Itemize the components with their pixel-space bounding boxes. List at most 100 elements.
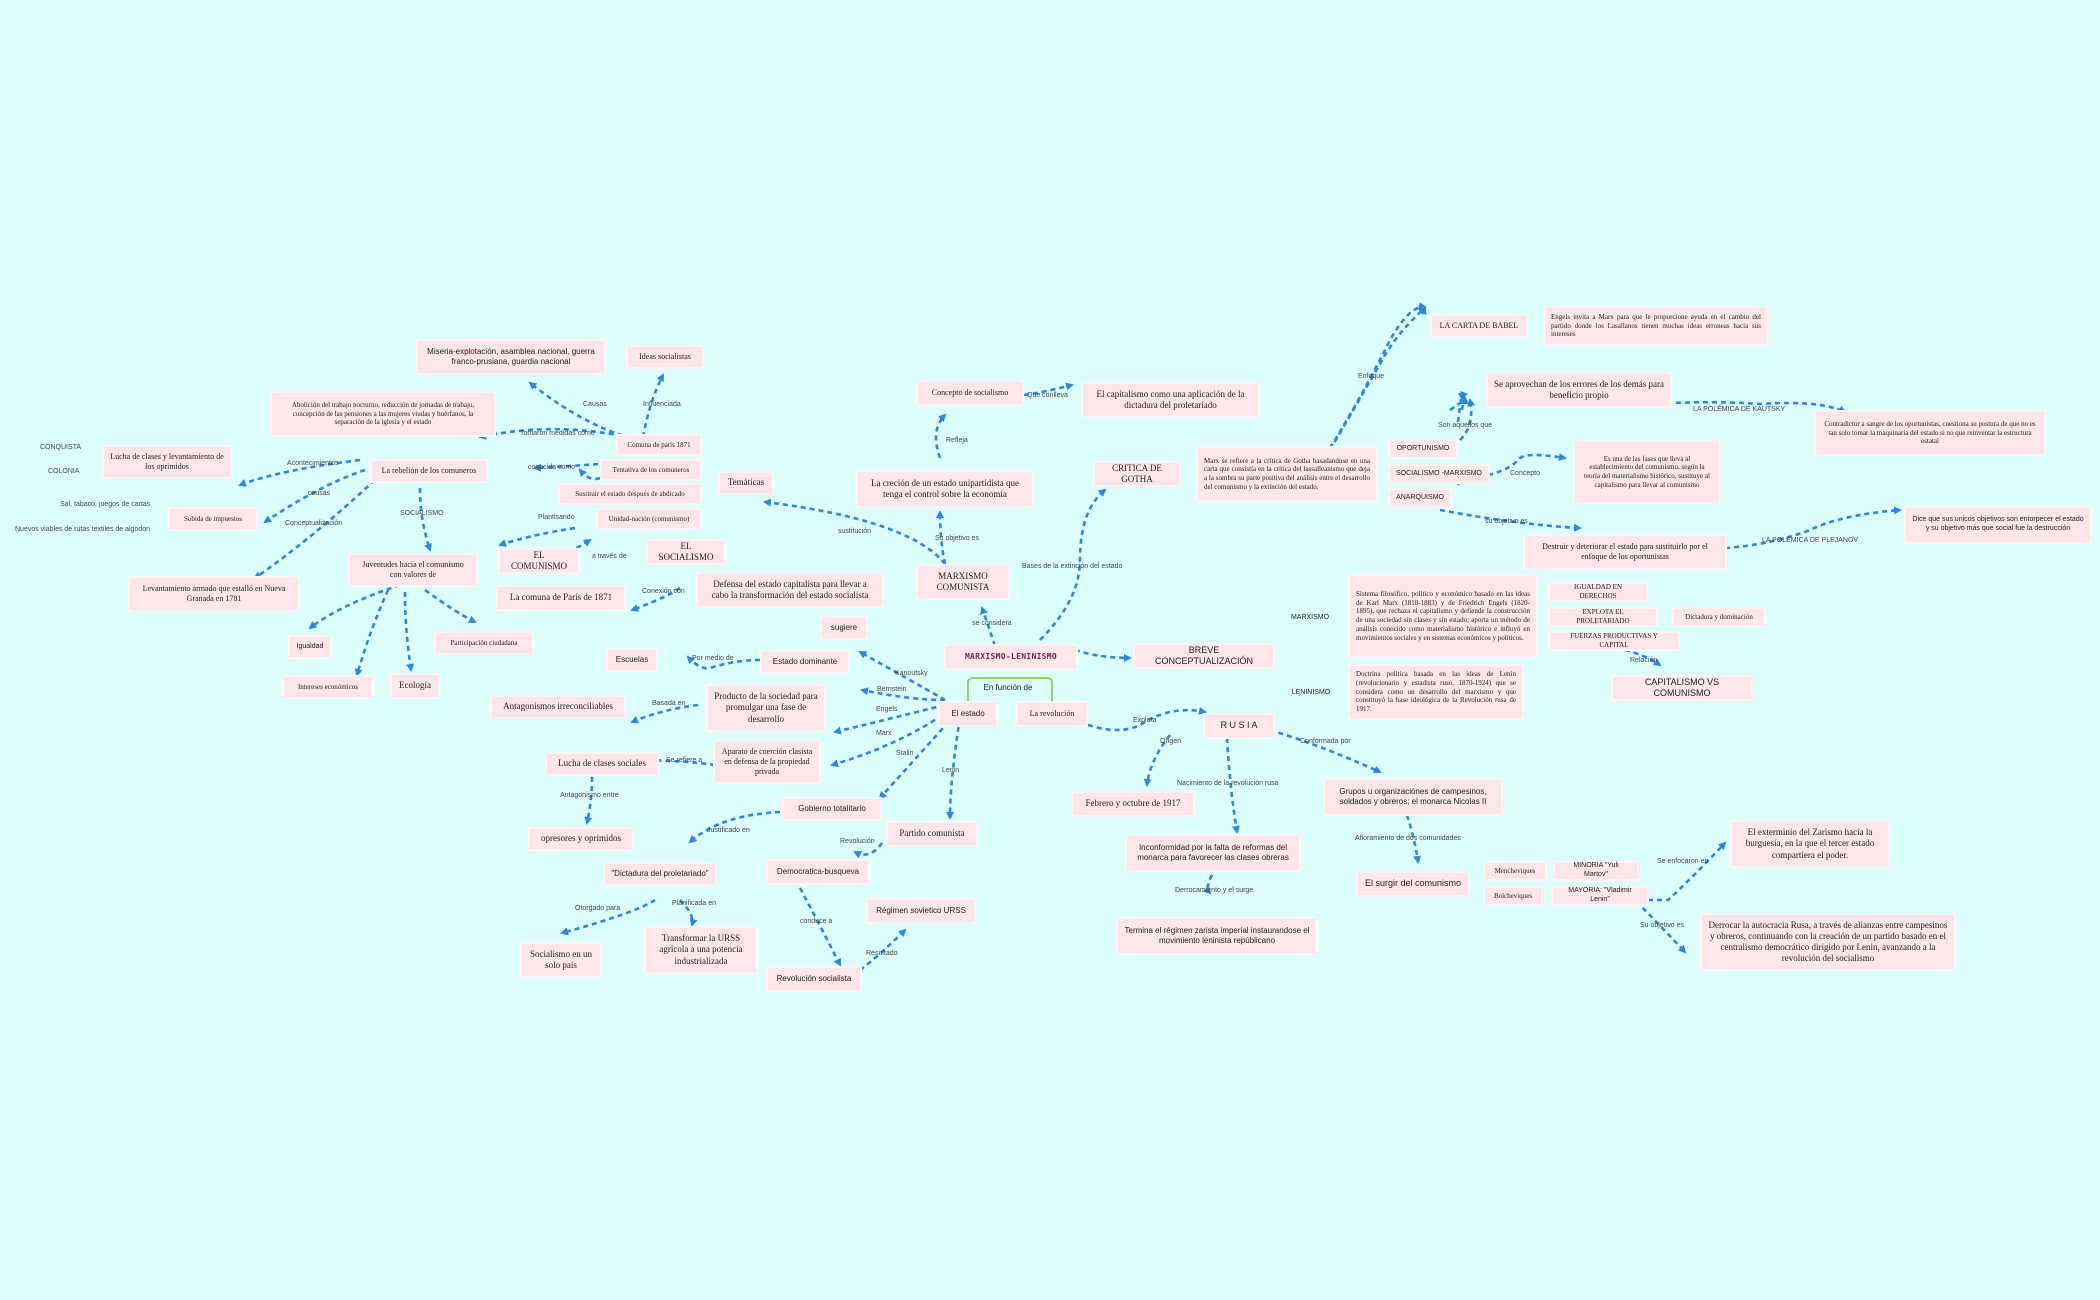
transformar-urss[interactable]: Transformar la URSS agrícola a una poten…	[646, 928, 756, 972]
gobierno-totalitario[interactable]: Gobierno totalitario	[784, 799, 880, 819]
edge	[1405, 814, 1422, 864]
unidad-nacion[interactable]: Unidad-nación (comunismo)	[598, 510, 700, 528]
democratica-busqueva[interactable]: Democratica-busqueva	[768, 861, 868, 883]
intereses-economicos[interactable]: Intereses económicos	[284, 677, 372, 697]
rusia[interactable]: R U S I A	[1205, 715, 1273, 737]
ideas-socialistas[interactable]: Ideas socialistas	[628, 347, 702, 367]
igualdad[interactable]: Igualdad	[290, 637, 330, 657]
fuerzas-productivas[interactable]: FUERZAS PRODUCTIVAS Y CAPITAL	[1550, 632, 1678, 649]
se-aprovechan[interactable]: Se aprovechan de los errores de los demá…	[1488, 374, 1670, 406]
surgir-comunismo[interactable]: El surgir del comunismo	[1358, 873, 1468, 895]
edge	[584, 776, 594, 825]
edge-label: Nacimiento de la revolución rusa	[1177, 780, 1279, 787]
critica-gotha[interactable]: CRITICA DE GOTHA	[1095, 463, 1179, 485]
aparato-coercion[interactable]: Aparato de coerción clasista en defensa …	[715, 742, 819, 782]
comuna-paris-1871[interactable]: Comuna de paris 1871	[618, 436, 700, 454]
edge-label: Planificada en	[672, 900, 716, 907]
edge	[1629, 841, 1727, 902]
estado-dominante[interactable]: Estado dominante	[762, 652, 848, 672]
producto-sociedad[interactable]: Producto de la sociedad para promulgar u…	[708, 686, 824, 730]
socialismo-marxismo[interactable]: SOCIALISMO -MARXISMO	[1390, 466, 1488, 482]
capitalismo-aplicacion[interactable]: El capitalismo como una aplicación de la…	[1083, 384, 1258, 416]
edge-label: Relación	[1630, 657, 1658, 664]
rebelion-comuneros[interactable]: La rebelión de los comuneros	[372, 461, 486, 481]
colonia-label: COLONIA	[48, 468, 80, 475]
inconformidad[interactable]: Inconformidad por la falta de reformas d…	[1127, 836, 1299, 870]
juventudes[interactable]: Juventudes hacia el comunismo con valore…	[350, 555, 476, 585]
comuna-paris-1871-b[interactable]: La comuna de Paris de 1871	[498, 587, 624, 609]
edge	[763, 498, 947, 565]
sal-tabaco: Sal, tabaco, juegos de cartas	[60, 501, 151, 508]
participacion-ciudadana[interactable]: Participación ciudadana	[436, 633, 532, 653]
sustituir-estado[interactable]: Sustituir el estado después de abdicado	[560, 485, 700, 503]
edge-label: a través de	[592, 553, 627, 560]
lucha-levantamiento[interactable]: Lucha de clases y levantamiento de los o…	[104, 447, 230, 477]
regimen-sovietico[interactable]: Régimen sovietico URSS	[868, 900, 974, 922]
el-socialismo[interactable]: EL SOCIALISMO	[648, 541, 724, 563]
breve-conceptualizacion[interactable]: BREVE CONCEPTUALIZACIÓN	[1135, 645, 1273, 667]
termina-regimen[interactable]: Termina el régimen zarista imperial inst…	[1118, 919, 1316, 953]
subida-impuestos[interactable]: Subida de impuestos	[170, 509, 256, 529]
conquista-label: CONQUISTA	[40, 444, 82, 451]
tentativa-comuneros[interactable]: Tentativa de los comuneros	[602, 461, 700, 479]
mencheviques[interactable]: Mencheviques	[1485, 863, 1545, 879]
carta-babel[interactable]: LA CARTA DE BABEL	[1432, 316, 1526, 336]
partido-comunista[interactable]: Partido comunista	[888, 823, 976, 845]
miseria[interactable]: Miseria-explotación, asamblea nacional, …	[418, 341, 604, 373]
el-estado[interactable]: El estado	[940, 703, 996, 725]
oportunismo[interactable]: OPORTUNISMO	[1390, 441, 1456, 457]
levantamiento-armado[interactable]: Levantamiento armado que estalló en Nuev…	[130, 578, 298, 610]
edge	[1328, 306, 1427, 451]
edge-label: conduce a	[800, 918, 833, 925]
edge	[478, 427, 641, 442]
sugiere[interactable]: sugiere	[822, 618, 866, 638]
marxismo-label: MARXISMO	[1290, 613, 1330, 621]
lucha-clases-sociales[interactable]: Lucha de clases sociales	[547, 754, 657, 774]
marxismo-comunista[interactable]: MARXISMO COMUNISTA	[918, 566, 1008, 598]
edge-label: se considera	[972, 620, 1012, 627]
defensa-estado[interactable]: Defensa del estado capitalista para llev…	[698, 574, 882, 606]
plejanov-text: Dice que sus unicos objetivos son entorp…	[1906, 508, 2090, 542]
derrocar[interactable]: Derrocar la autocracia Rusa, a través de…	[1702, 915, 1954, 969]
edge-label: Son aquellos que	[1438, 422, 1493, 429]
ecologia[interactable]: Ecología	[392, 675, 438, 697]
la-revolucion[interactable]: La revolución	[1018, 703, 1086, 725]
crecion-node[interactable]: La creción de un estado unipartidista qu…	[858, 472, 1032, 506]
edge	[308, 583, 401, 630]
febrero-octubre[interactable]: Febrero y octubre de 1917	[1073, 793, 1193, 815]
edge	[934, 413, 947, 459]
mayoria[interactable]: MAYORIA: "Vladimir Lenin"	[1553, 887, 1647, 904]
escuelas[interactable]: Escuelas	[608, 650, 656, 670]
igualdad-derechos[interactable]: IGUALDAD EN DERECHOS	[1550, 583, 1646, 600]
edge-label: SOCIALISMO	[400, 510, 444, 517]
explota-proletariado[interactable]: EXPLOTA EL PROLETARIADO	[1550, 608, 1656, 625]
dictadura-proletariado[interactable]: "Dictadura del proletariado"	[605, 864, 715, 884]
antagonismos[interactable]: Antagonismos irreconciliables	[492, 697, 624, 717]
minoria[interactable]: MINORIA "Yuli Martov"	[1555, 862, 1637, 879]
edge-label: Influenciada	[643, 401, 681, 408]
edge-label: Otorgado para	[575, 905, 621, 912]
grupos[interactable]: Grupos u organizaciónes de campesinos, s…	[1325, 780, 1501, 814]
concepto-socialismo[interactable]: Concepto de socialismo	[918, 382, 1022, 404]
leninismo-label: LENINISMO	[1291, 688, 1331, 696]
exterminio[interactable]: El exterminio del Zarismo hacia la burgu…	[1732, 822, 1888, 866]
revolucion-socialista[interactable]: Revolución socialista	[768, 968, 860, 990]
edge-label: Su objetivo es	[1640, 922, 1684, 929]
capitalismo-vs-comunismo[interactable]: CAPITALISMO VS COMUNISMO	[1613, 677, 1751, 699]
el-comunismo[interactable]: EL COMUNISMO	[500, 550, 578, 572]
bolcheviques[interactable]: Bolcheviques	[1485, 888, 1541, 904]
edge	[946, 717, 962, 820]
anarquismo[interactable]: ANARQUISMO	[1390, 490, 1450, 506]
gotha-text: Marx se refiere a la crítica de Gotha ba…	[1198, 448, 1376, 500]
root-node[interactable]: MARXISMO-LENINISMO	[946, 646, 1076, 668]
abolicion[interactable]: Abolición del trabajo nocturno, reducció…	[272, 393, 494, 435]
edge-label: Enfoque	[1358, 373, 1385, 380]
marxismo-text: Sistema filosófico, político y económico…	[1350, 576, 1536, 656]
socialismo-solo-pais[interactable]: Socialismo en un solo país	[522, 944, 600, 976]
destruir[interactable]: Destruir y deteriorar el estado para sus…	[1525, 536, 1725, 568]
dictadura-dominacion[interactable]: Dictadura y dominación	[1674, 609, 1764, 625]
edge	[798, 887, 842, 967]
tematicas[interactable]: Temáticas	[720, 473, 772, 493]
edge-label: Su objetivo es	[935, 535, 979, 542]
opresores-oprimidos[interactable]: opresores y oprimidos	[530, 829, 632, 849]
